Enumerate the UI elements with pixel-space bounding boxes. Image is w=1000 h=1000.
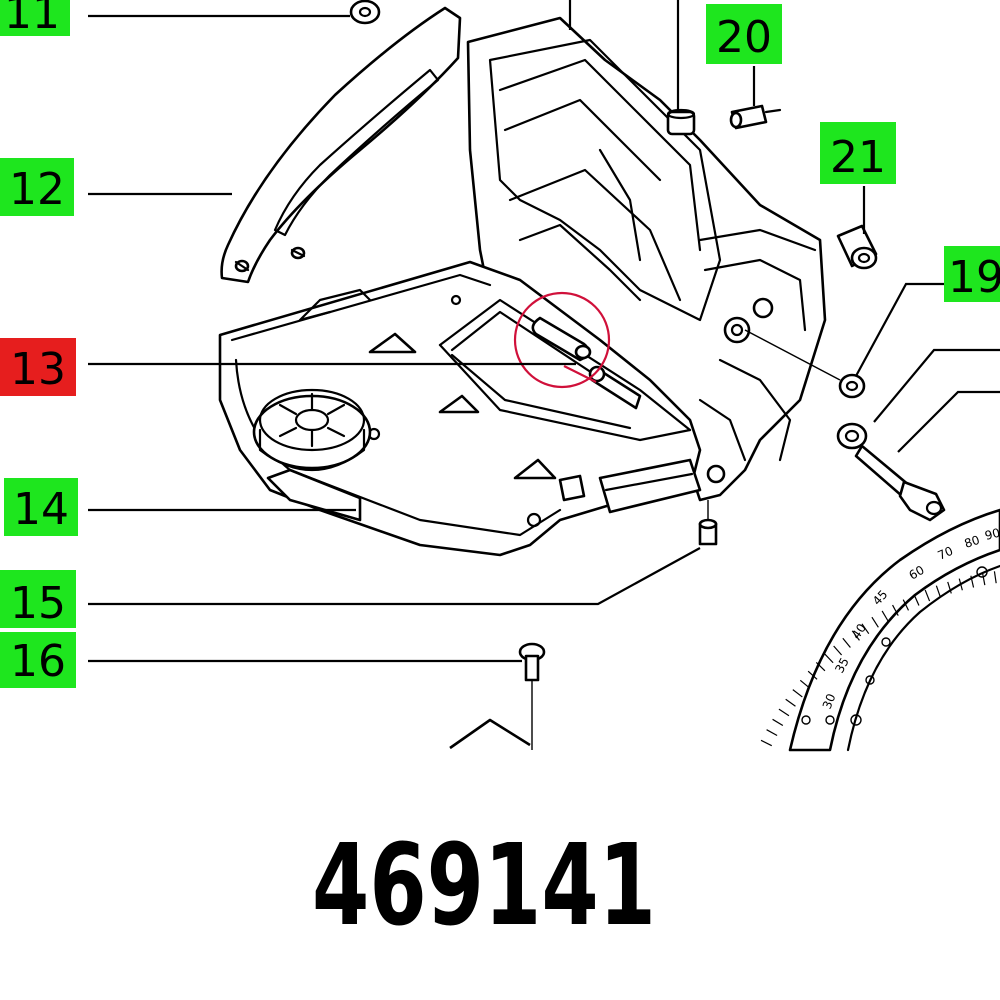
callout-14-label: 14 bbox=[13, 484, 69, 535]
scale-tick bbox=[760, 739, 773, 747]
scale-tick bbox=[799, 679, 810, 689]
scale-tick bbox=[833, 645, 843, 656]
callout-16-label: 16 bbox=[10, 636, 66, 687]
scale-ticks bbox=[760, 571, 997, 747]
drawing-artwork: 60 70 80 90 45 40 35 30 bbox=[218, 0, 1000, 752]
callout-19-label: 19 bbox=[948, 252, 1000, 303]
scale-tick bbox=[851, 630, 860, 641]
callout-20-label: 20 bbox=[716, 12, 772, 63]
callout-12[interactable]: 12 bbox=[0, 158, 74, 216]
callout-16[interactable]: 16 bbox=[0, 632, 76, 688]
callout-11-label: 11 bbox=[4, 0, 60, 39]
scale-tick bbox=[778, 708, 790, 717]
front-lock-part bbox=[558, 458, 702, 514]
callout-15-box[interactable] bbox=[0, 570, 76, 628]
callout-21-label: 21 bbox=[830, 132, 886, 183]
rotary-knob-part bbox=[252, 388, 372, 472]
guard-plate-part bbox=[220, 6, 462, 284]
base-casting-part bbox=[466, 16, 827, 502]
callout-19-box[interactable] bbox=[944, 246, 1000, 302]
highlight-ring bbox=[513, 291, 611, 389]
callout-14-box[interactable] bbox=[4, 478, 78, 536]
pin-13-part bbox=[513, 291, 642, 410]
scale-tick bbox=[842, 637, 851, 648]
callout-13-label: 13 bbox=[10, 344, 66, 395]
scale-tick bbox=[947, 581, 952, 594]
callout-19[interactable]: 19 bbox=[944, 246, 1000, 303]
callout-11-box[interactable] bbox=[0, 0, 70, 36]
scale-tick bbox=[913, 594, 920, 606]
scale-tick bbox=[815, 662, 826, 672]
callout-13[interactable]: 13 bbox=[0, 338, 76, 396]
scale-tick bbox=[902, 599, 910, 611]
scale-tick bbox=[993, 571, 997, 584]
scale-tick bbox=[892, 604, 899, 616]
callout-15-label: 15 bbox=[10, 578, 66, 629]
scale-tick bbox=[824, 653, 834, 664]
scale-label-60: 60 bbox=[907, 563, 927, 583]
bolt-assembly-part bbox=[744, 329, 946, 522]
callout-20-box[interactable] bbox=[706, 4, 782, 64]
grub-screw-15-part bbox=[698, 500, 718, 546]
callout-12-box[interactable] bbox=[0, 158, 74, 216]
screw-16-part bbox=[449, 642, 546, 750]
angle-scale-part: 60 70 80 90 45 40 35 30 bbox=[760, 508, 1000, 752]
scale-tick bbox=[861, 623, 870, 634]
callout-20[interactable]: 20 bbox=[706, 4, 782, 64]
scale-label-80: 80 bbox=[963, 533, 982, 551]
scale-label-90: 90 bbox=[983, 526, 1000, 543]
callout-11[interactable]: 11 bbox=[0, 0, 70, 39]
callout-16-box[interactable] bbox=[0, 632, 76, 688]
scale-tick bbox=[970, 575, 975, 588]
scale-tick bbox=[766, 729, 778, 736]
scale-tick bbox=[881, 610, 889, 622]
callout-15[interactable]: 15 bbox=[0, 570, 76, 629]
scale-label-35: 35 bbox=[832, 655, 852, 675]
callout-21-box[interactable] bbox=[820, 122, 896, 184]
scale-tick bbox=[982, 573, 986, 586]
part-number: 469141 bbox=[312, 821, 656, 951]
scale-label-30: 30 bbox=[820, 692, 839, 711]
parts-20 bbox=[666, 104, 782, 136]
scale-tick bbox=[958, 578, 963, 591]
scale-tick bbox=[871, 616, 879, 628]
scale-tick bbox=[785, 698, 796, 707]
callout-21[interactable]: 21 bbox=[820, 122, 896, 184]
scale-tick bbox=[807, 670, 818, 680]
scale-tick bbox=[772, 718, 784, 727]
callout-13-box[interactable] bbox=[0, 338, 76, 396]
leader-lines bbox=[88, 14, 1000, 663]
scale-tick bbox=[935, 585, 941, 598]
scale-tick bbox=[924, 589, 931, 602]
callout-14[interactable]: 14 bbox=[4, 478, 78, 536]
callout-12-label: 12 bbox=[9, 164, 65, 215]
washer-11-part bbox=[349, 0, 381, 25]
scale-tick bbox=[792, 689, 803, 698]
scale-label-70: 70 bbox=[936, 544, 956, 563]
sleeve-21-part bbox=[836, 224, 878, 270]
